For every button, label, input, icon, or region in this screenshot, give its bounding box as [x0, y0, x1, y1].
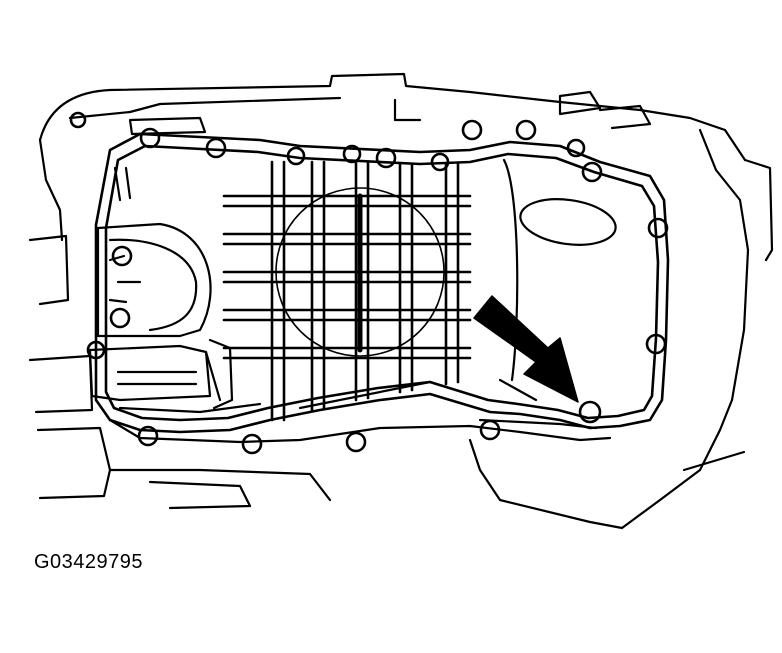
bolt-icon: [286, 146, 306, 166]
figure-id-label: G03429795: [34, 551, 144, 573]
callout-arrow: [473, 295, 579, 403]
reinforcement-grid: [222, 160, 472, 422]
bolt-icon: [111, 245, 133, 267]
bolt-icon: [645, 333, 667, 355]
bolt-icon: [566, 138, 586, 158]
bolt-icon: [345, 431, 367, 453]
engine-block-outline: [28, 72, 774, 530]
bolt-icon: [581, 161, 603, 183]
crankshaft-outline: [275, 187, 445, 357]
bolt-icon: [375, 147, 397, 169]
pan-bolts: [69, 111, 669, 455]
bolt-icon: [479, 419, 501, 441]
bolt-icon: [461, 119, 483, 141]
oil-pan-outline: [94, 132, 670, 434]
bolt-icon: [515, 119, 537, 141]
bolt-icon: [578, 400, 602, 424]
bolt-icon: [205, 137, 227, 159]
bolt-icon: [86, 340, 106, 360]
bolt-icon: [137, 425, 159, 447]
bolt-icon: [430, 152, 450, 172]
bolt-icon: [241, 433, 263, 455]
bolt-icon: [647, 217, 669, 239]
lower-rail: [108, 380, 612, 444]
front-cover: [88, 166, 234, 410]
bolt-icon: [109, 307, 131, 329]
bolt-icon: [139, 127, 161, 149]
bolt-icon: [69, 111, 87, 129]
sump-oval: [498, 158, 617, 402]
bolt-icon: [342, 144, 362, 164]
